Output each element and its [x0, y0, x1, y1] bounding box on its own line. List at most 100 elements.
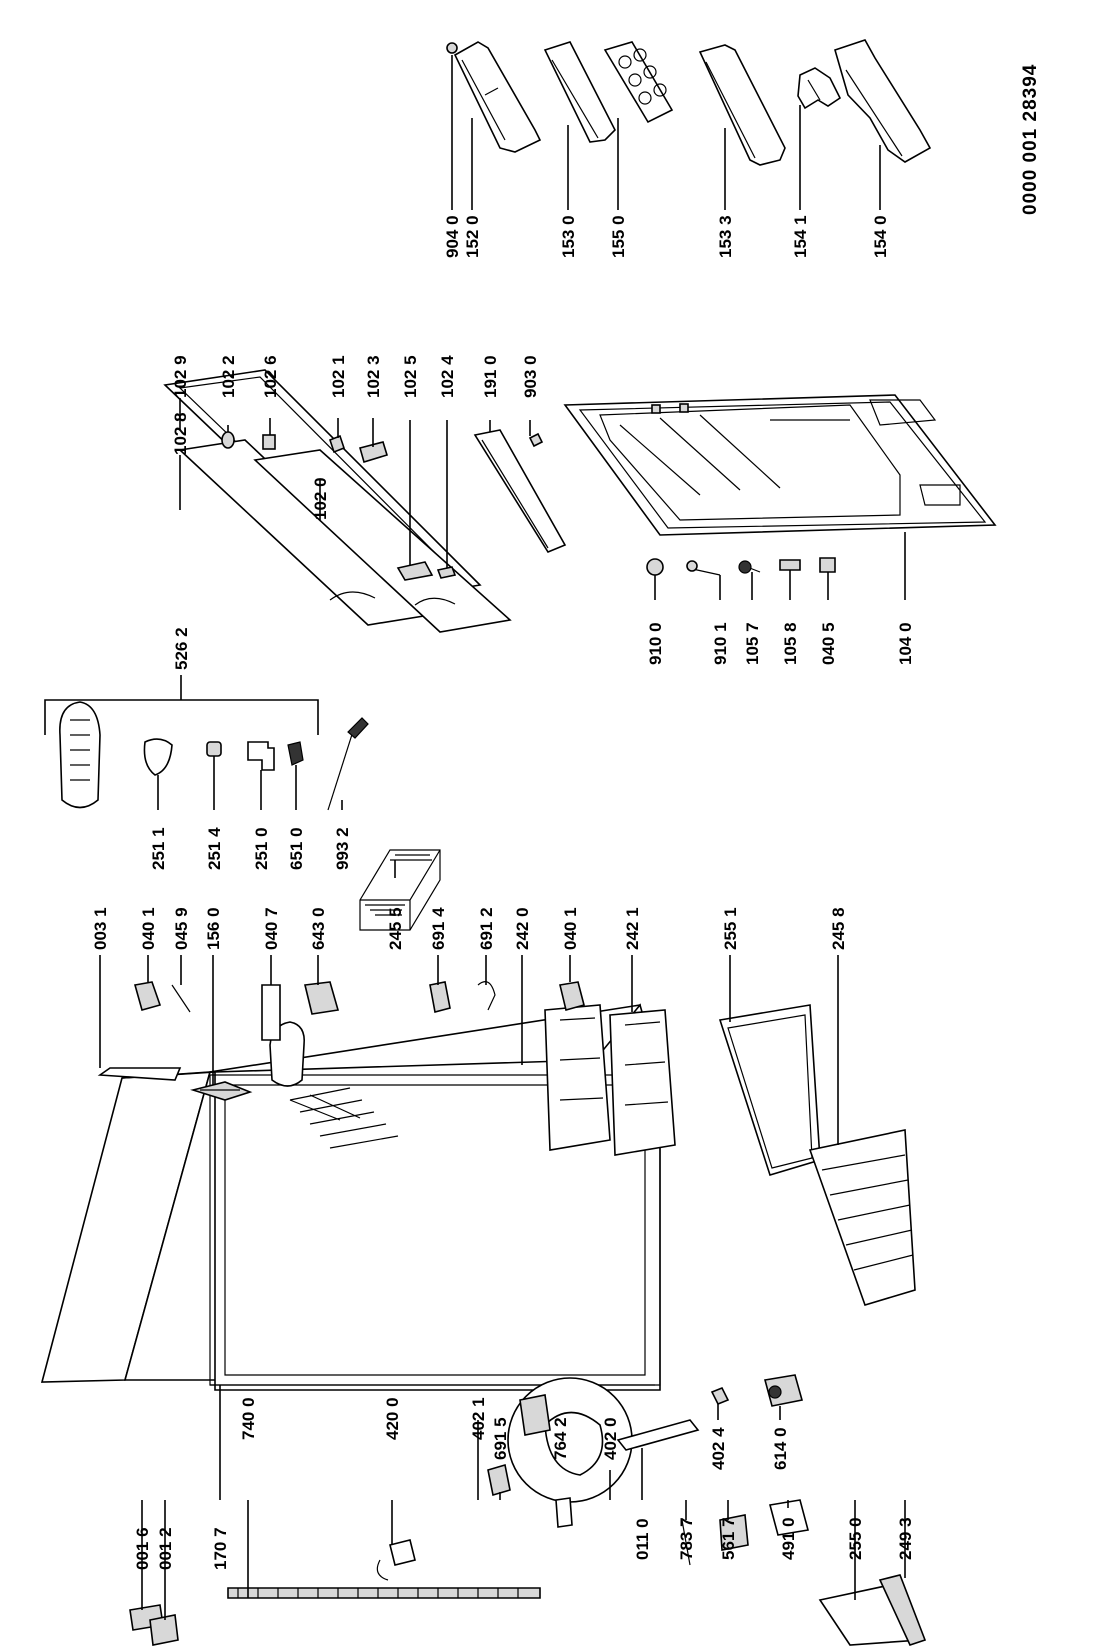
bracket-643-0: [304, 981, 340, 1015]
hinge-040-1-bottom: [559, 981, 585, 1011]
label-170-7: 170 7: [211, 1527, 230, 1570]
label-001-6: 001 6: [133, 1527, 152, 1570]
stopper-102-2: [221, 431, 235, 449]
label-102-0-b: 102 0: [311, 477, 330, 520]
label-691-4: 691 4: [429, 907, 448, 950]
butter-shelf-153-0: [543, 41, 616, 143]
ring-251-4: [206, 741, 222, 757]
clip-691-4: [429, 981, 451, 1013]
rod-040-7: [261, 984, 281, 1041]
label-152-0: 152 0: [463, 215, 482, 258]
lower-fittings: [616, 1374, 927, 1646]
cabinet-fittings: [97, 981, 585, 1081]
label-102-1: 102 1: [329, 355, 348, 398]
leader-lines: [99, 55, 906, 1620]
part-labels: 904 0 152 0 153 0 155 0 153 3 154 1 154 …: [91, 64, 1041, 1570]
switch-561-7: [719, 1514, 749, 1551]
label-045-9: 045 9: [172, 907, 191, 950]
label-242-1: 242 1: [623, 907, 642, 950]
dryer-764-2: [555, 1497, 573, 1528]
label-691-5-b: 691 5: [491, 1417, 510, 1460]
label-643-0: 643 0: [309, 907, 328, 950]
label-102-9: 102 9: [171, 355, 190, 398]
label-691-2: 691 2: [477, 907, 496, 950]
label-251-1: 251 1: [149, 827, 168, 870]
document-number: 0000 001 28394: [1020, 64, 1041, 215]
label-764-2-b: 764 2: [551, 1417, 570, 1460]
label-156-0: 156 0: [204, 907, 223, 950]
knob-904-0: [446, 42, 458, 54]
plate-102-5: [396, 561, 434, 581]
clip-102-1: [329, 434, 345, 454]
label-740-0-b: 740 0: [239, 1397, 258, 1440]
label-561-7: 561 7: [719, 1517, 738, 1560]
label-904-0: 904 0: [443, 215, 462, 258]
hook-691-2: [477, 981, 496, 1011]
label-102-8-b: 102 8: [171, 412, 190, 455]
label-153-0: 153 0: [559, 215, 578, 258]
knob-651-0: [287, 741, 304, 766]
label-242-0: 242 0: [513, 907, 532, 950]
thermostat-housing: [59, 701, 101, 809]
label-040-1-bottom: 040 1: [561, 907, 580, 950]
label-245-5: 245 5: [386, 907, 405, 950]
condenser-coil: [227, 1587, 541, 1599]
label-402-0-b: 402 0: [601, 1417, 620, 1460]
label-251-0: 251 0: [252, 827, 271, 870]
label-102-6: 102 6: [261, 355, 280, 398]
label-993-2: 993 2: [333, 827, 352, 870]
label-402-1-b: 402 1: [469, 1397, 488, 1440]
label-245-8: 245 8: [829, 907, 848, 950]
egg-tray-155-0: [603, 41, 674, 124]
plate-102-4: [436, 566, 457, 579]
label-003-1: 003 1: [91, 907, 110, 950]
screw-903-0: [528, 432, 544, 448]
door-balcony-152-0: [453, 41, 542, 153]
label-249-3: 249 3: [896, 1517, 915, 1560]
label-154-0: 154 0: [871, 215, 890, 258]
bracket-251-0: [247, 741, 275, 771]
relay-691-5: [487, 1463, 511, 1497]
clip-040-5: [819, 557, 836, 573]
cover-251-1: [143, 738, 173, 776]
label-040-5: 040 5: [819, 622, 838, 665]
label-040-7: 040 7: [262, 907, 281, 950]
label-783-7: 783 7: [677, 1517, 696, 1560]
freezer-flap-assembly: [163, 369, 567, 633]
door-104-0: [563, 394, 997, 536]
label-903-0: 903 0: [521, 355, 540, 398]
label-255-0: 255 0: [846, 1517, 865, 1560]
label-104-0: 104 0: [896, 622, 915, 665]
crisper-242-1: [609, 1009, 676, 1156]
label-011-0: 011 0: [633, 1518, 652, 1560]
shelf-rails: [289, 1087, 399, 1149]
wire-basket-245-5: [359, 849, 441, 931]
gasket-strip-191-0: [473, 429, 567, 553]
label-040-1-top: 040 1: [139, 907, 158, 950]
label-153-3: 153 3: [716, 215, 735, 258]
label-001-2: 001 2: [156, 1527, 175, 1570]
label-105-7: 105 7: [743, 622, 762, 665]
label-102-5: 102 5: [401, 355, 420, 398]
door-accessories: [446, 39, 932, 166]
label-105-8: 105 8: [781, 622, 800, 665]
label-251-4: 251 4: [205, 827, 224, 870]
label-402-4: 402 4: [709, 1427, 728, 1470]
plug-402-4: [710, 1386, 730, 1406]
bottle-balcony-154-0: [834, 39, 932, 163]
label-614-0: 614 0: [771, 1427, 790, 1470]
label-420-0-b: 420 0: [383, 1397, 402, 1440]
label-910-1: 910 1: [711, 622, 730, 665]
hinge-001-2: [149, 1614, 179, 1646]
label-155-0: 155 0: [609, 215, 628, 258]
drawings: [40, 39, 997, 1646]
strip-249-3: [878, 1574, 927, 1646]
label-651-0: 651 0: [287, 827, 306, 870]
bottom-left-fittings: [129, 1463, 573, 1646]
door-balcony-153-3: [698, 44, 786, 166]
hinge-102-6: [262, 434, 276, 450]
screw-045-9: [171, 984, 191, 1013]
fan-grille-156-0: [190, 1081, 253, 1101]
crisper-242-0: [544, 1004, 611, 1151]
